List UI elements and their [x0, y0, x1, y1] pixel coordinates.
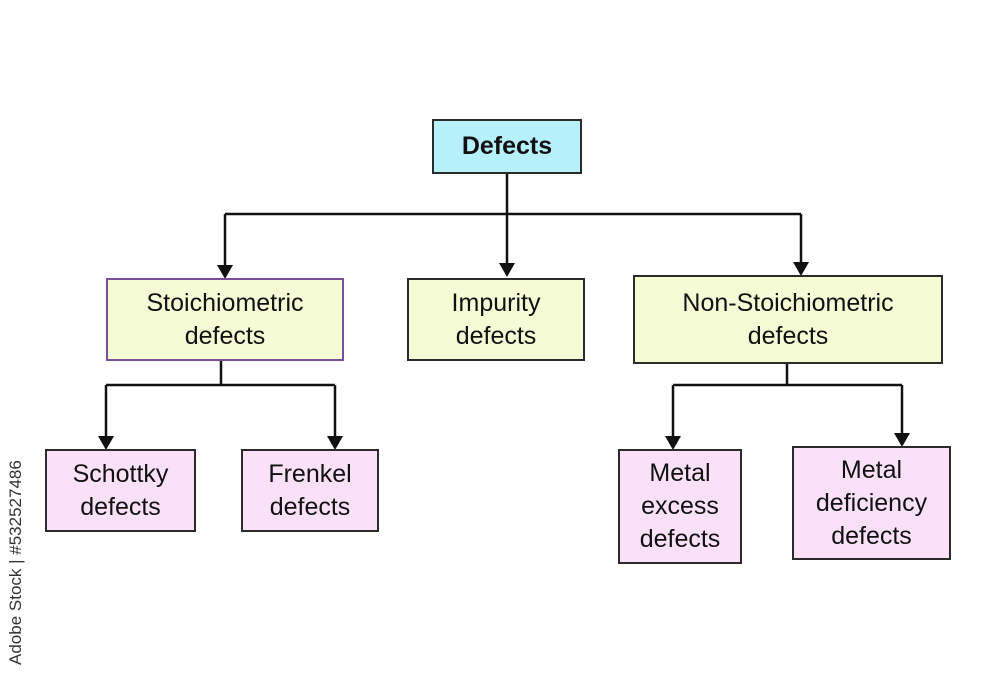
node-label: Impurity defects	[451, 288, 541, 350]
watermark: Adobe Stock | #532527486	[6, 460, 25, 665]
arrow-head	[98, 436, 114, 450]
node-frenkel: Frenkel defects	[241, 449, 379, 532]
node-label: Metal excess defects	[639, 459, 721, 553]
node-label: Non-Stoichiometric defects	[682, 288, 894, 350]
arrow-head	[499, 263, 515, 277]
node-impurity: Impurity defects	[407, 278, 585, 361]
arrow-head	[327, 436, 343, 450]
arrow-head	[665, 436, 681, 450]
node-label: Metal deficiency defects	[815, 455, 928, 550]
node-metal-excess: Metal excess defects	[618, 449, 742, 564]
node-schottky: Schottky defects	[45, 449, 196, 532]
node-metal-deficiency: Metal deficiency defects	[792, 446, 951, 560]
arrow-head	[217, 265, 233, 279]
node-label: Stoichiometric defects	[146, 288, 304, 350]
node-label: Defects	[461, 132, 553, 160]
node-non-stoichiometric: Non-Stoichiometric defects	[633, 275, 943, 364]
arrow-head	[894, 433, 910, 447]
arrow-head	[793, 262, 809, 276]
node-label: Frenkel defects	[268, 459, 352, 521]
node-defects: Defects	[432, 119, 582, 174]
node-label: Schottky defects	[72, 459, 169, 521]
node-stoichiometric: Stoichiometric defects	[106, 278, 344, 361]
